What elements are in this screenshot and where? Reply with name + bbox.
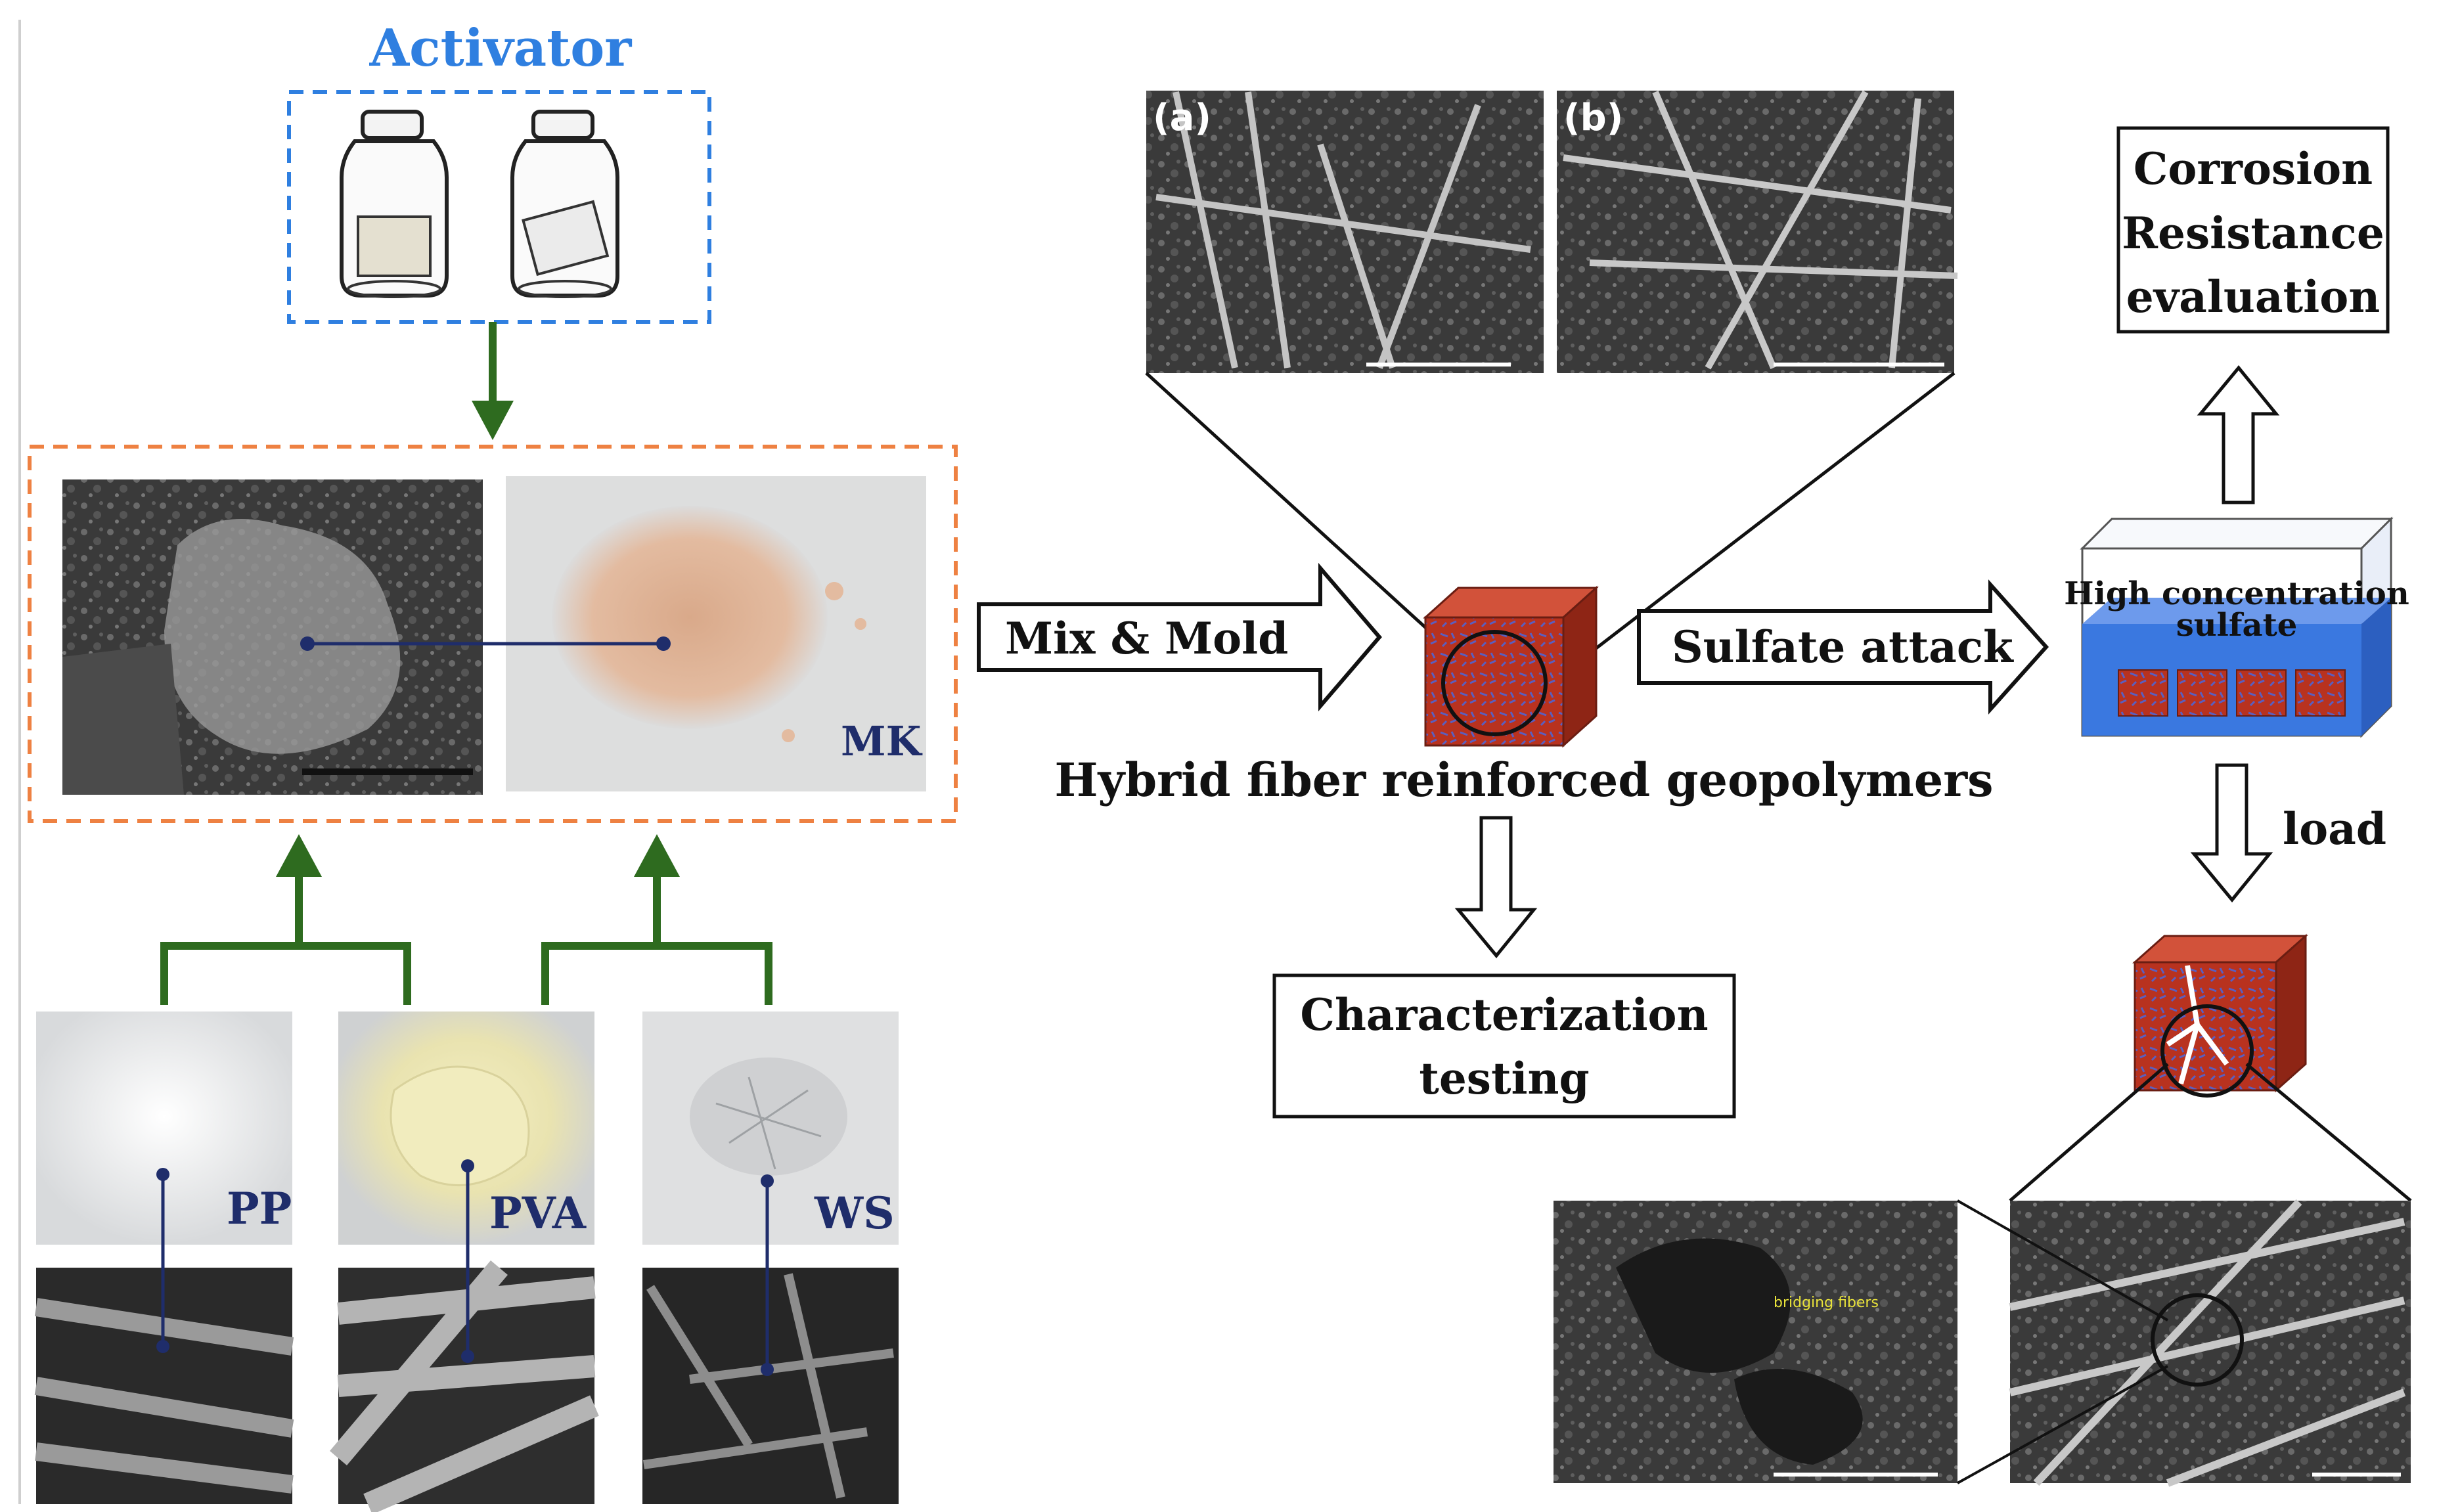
ws-link-dot xyxy=(761,1174,774,1188)
characterization-arrow xyxy=(1454,816,1538,958)
tank-label-line-2: sulfate xyxy=(2176,607,2298,644)
zoom-line xyxy=(1957,1199,2168,1322)
pva-link-dot xyxy=(461,1159,474,1172)
mk-link-dot xyxy=(300,636,315,651)
mk-sem-image xyxy=(62,479,483,795)
fiber-arrow-head xyxy=(634,834,680,877)
fiber-arrows xyxy=(160,874,772,1005)
sulfate-attack-label: Sulfate attack xyxy=(1672,621,2014,673)
mk-label: MK xyxy=(841,717,923,765)
characterization-line-1: Characterization xyxy=(1300,989,1708,1040)
mix-mold-label: Mix & Mold xyxy=(1005,613,1288,664)
sem-panel-b xyxy=(1557,90,1958,373)
sem-panel-a xyxy=(1146,91,1544,373)
mix-mold-arrow xyxy=(977,562,1382,712)
activator-title: Activator xyxy=(369,18,633,78)
zoom-line xyxy=(1957,1365,2168,1484)
bridging-fibers-label: bridging fibers xyxy=(1774,1295,1879,1311)
zoom-line xyxy=(2245,1063,2412,1202)
sulfate-tank xyxy=(2080,516,2394,738)
pva-label: PVA xyxy=(489,1188,587,1239)
load-label: load xyxy=(2283,803,2386,855)
mk-dashed-box xyxy=(28,445,958,823)
sem-fiber-image xyxy=(2009,1199,2411,1487)
corrosion-arrow xyxy=(2197,365,2280,504)
corrosion-line-1: Corrosion xyxy=(2134,143,2373,194)
fiber-arrow-head xyxy=(276,834,322,877)
ws-label: WS xyxy=(814,1188,895,1239)
corrosion-line-2: Resistance xyxy=(2122,208,2384,259)
corrosion-box xyxy=(2116,126,2390,334)
ws-link-dot xyxy=(761,1363,774,1376)
mk-link-dot xyxy=(656,636,671,651)
zoom-line xyxy=(1145,372,1466,665)
bottle-icon xyxy=(340,110,449,298)
activator-arrow-head xyxy=(472,401,514,440)
pva-link-dot xyxy=(461,1350,474,1363)
ws-photo xyxy=(642,1012,899,1245)
characterization-line-2: testing xyxy=(1419,1053,1589,1104)
sulfate-attack-arrow xyxy=(1637,579,2049,715)
pp-link-dot xyxy=(156,1168,169,1181)
pp-link-dot xyxy=(156,1340,169,1353)
ws-sem-image xyxy=(642,1268,899,1504)
sem-panel-a-label: (a) xyxy=(1153,97,1211,139)
sem-panel-b-label: (b) xyxy=(1563,97,1623,139)
zoom-line xyxy=(2009,1063,2169,1202)
product-label: Hybrid fiber reinforced geopolymers xyxy=(1054,753,1993,807)
characterization-box xyxy=(1272,973,1736,1119)
tank-label-line-1: High concentration xyxy=(2064,575,2409,612)
sem-fracture-image xyxy=(1554,1201,1957,1483)
geopolymer-cube xyxy=(1423,585,1599,748)
load-arrow xyxy=(2190,763,2273,902)
bottle-icon xyxy=(510,110,619,298)
mk-powder-photo xyxy=(506,476,926,791)
corrosion-line-3: evaluation xyxy=(2126,271,2381,322)
pp-label: PP xyxy=(227,1183,292,1234)
activator-dashed-box xyxy=(287,90,711,324)
